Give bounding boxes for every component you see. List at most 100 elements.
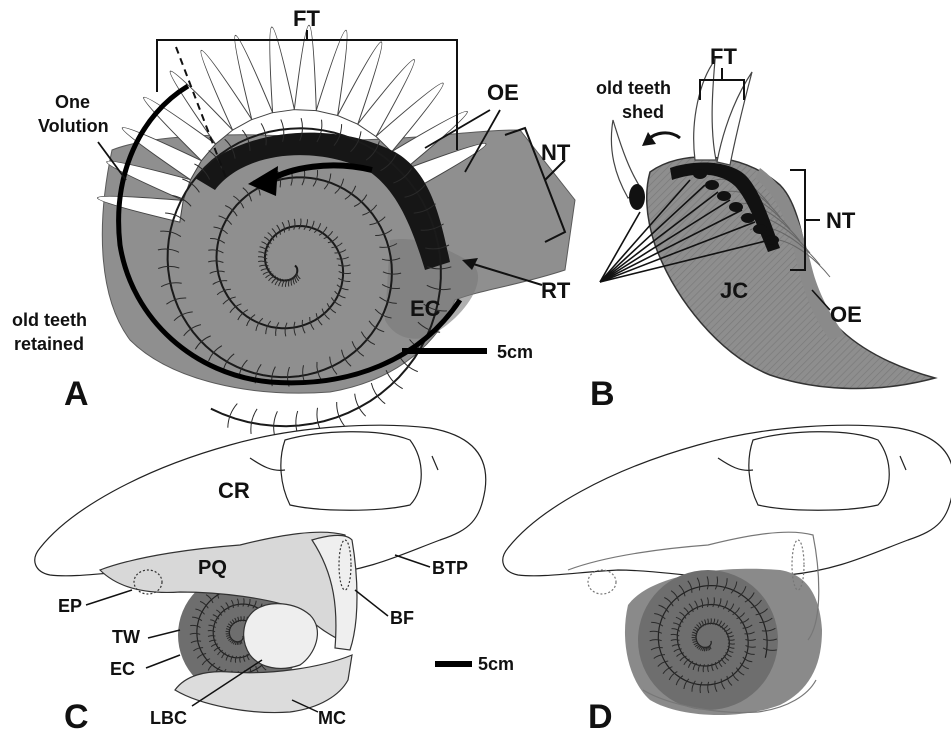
- spiral-tooth-d: [670, 639, 680, 641]
- label-ep: EP: [58, 596, 82, 616]
- functional-tooth: [143, 96, 217, 162]
- spiral-arrow-head: [248, 166, 278, 196]
- root-band-b: [670, 162, 780, 252]
- spiral-tooth: [160, 230, 182, 238]
- spiral-tooth: [337, 264, 351, 267]
- spiral-tooth: [237, 309, 249, 321]
- label-ft-a: FT: [293, 6, 320, 31]
- spiral-tooth-d: [696, 624, 701, 630]
- spiral-tooth-d: [707, 681, 710, 694]
- spiral-tooth-d: [650, 647, 663, 651]
- btp-pointer: [394, 554, 431, 568]
- spiral-tooth: [336, 256, 349, 260]
- spiral-tooth: [281, 221, 286, 233]
- spiral-tooth-c: [193, 647, 204, 652]
- spiral-tooth-d: [694, 626, 700, 632]
- spiral-tooth: [298, 218, 302, 230]
- panel-a-tooth-whorl: FT OE NT RT EC One Volution old teeth re…: [12, 6, 576, 437]
- spiral-tooth: [157, 248, 180, 253]
- shed-arrow-head: [642, 132, 656, 146]
- spiral-tooth: [292, 276, 295, 285]
- spiral-tooth: [263, 236, 272, 245]
- spiral-tooth-d: [683, 607, 690, 616]
- spiral-tooth-c: [207, 662, 216, 671]
- spiral-tooth: [303, 219, 309, 231]
- spiral-tooth-c: [234, 641, 238, 645]
- spiral-tooth-c: [236, 641, 239, 646]
- root-blob: [693, 169, 707, 179]
- spiral-tooth-d: [692, 641, 698, 644]
- spiral-tooth-d: [714, 576, 719, 590]
- spiral-tooth-d: [737, 586, 747, 598]
- spiral-tooth-d: [717, 620, 722, 627]
- spiral-tooth: [426, 284, 451, 291]
- spiral-tooth: [369, 216, 386, 226]
- spiral-tooth-d: [668, 671, 678, 681]
- rt-arrow-head-a: [462, 258, 478, 270]
- spiral-tooth: [271, 228, 278, 238]
- spiral-tooth: [393, 168, 413, 184]
- spiral-tooth-d: [692, 662, 698, 671]
- rt-arrow: [599, 209, 743, 283]
- spiral-tooth-c: [201, 658, 211, 666]
- spiral-whorl-line: [166, 127, 442, 428]
- spiral-tooth-d: [706, 576, 709, 590]
- spiral-tooth-c: [225, 630, 231, 633]
- label-jc: JC: [720, 278, 748, 303]
- spiral-tooth-c: [216, 609, 223, 616]
- functional-tooth: [390, 110, 468, 171]
- spiral-tooth-d: [726, 675, 733, 686]
- spiral-tooth: [262, 271, 272, 275]
- spiral-tooth-d: [691, 636, 697, 639]
- spiral-tooth-d: [679, 655, 687, 662]
- spiral-tooth: [370, 382, 386, 405]
- label-tw: TW: [112, 627, 140, 647]
- oe-pointer-b: [811, 289, 831, 311]
- spiral-tooth: [258, 260, 268, 264]
- spiral-tooth-c: [220, 605, 226, 613]
- spiral-tooth-c: [210, 643, 218, 648]
- label-ec-c: EC: [110, 659, 135, 679]
- palatoquadrate-ghost: [567, 531, 820, 641]
- oe-pointer-a1: [424, 109, 491, 149]
- cranial-notch-c: [431, 455, 439, 471]
- spiral-tooth: [381, 257, 401, 261]
- functional-tooth: [200, 49, 253, 131]
- spiral-tooth-d: [657, 660, 669, 667]
- label-oe-a: OE: [487, 80, 519, 105]
- spiral-tooth: [281, 278, 286, 287]
- spiral-tooth-c: [227, 623, 233, 628]
- spiral-tooth: [287, 219, 290, 231]
- spiral-tooth-c: [192, 616, 203, 622]
- spiral-tooth-d: [671, 628, 681, 632]
- functional-tooth: [293, 24, 317, 112]
- panel-letter-a: A: [64, 375, 89, 413]
- root-blob: [741, 213, 755, 223]
- spiral-tooth: [413, 203, 436, 214]
- lbc-pointer: [191, 659, 263, 707]
- spiral-tooth-d: [683, 678, 690, 690]
- bf-pointer: [354, 589, 389, 617]
- spiral-tooth: [351, 341, 365, 357]
- spiral-tooth: [216, 288, 231, 296]
- spiral-tooth-d: [649, 639, 662, 642]
- label-pq: PQ: [198, 557, 227, 579]
- spiral-tooth-c: [190, 624, 201, 629]
- mc-ghost: [642, 679, 817, 714]
- spiral-tooth: [213, 226, 228, 235]
- spiral-tooth-d: [679, 611, 687, 619]
- spiral-tooth-d: [750, 599, 762, 609]
- spiral-tooth-c: [231, 640, 235, 644]
- spiral-tooth-d: [683, 658, 690, 666]
- label-ec-a: EC: [410, 296, 441, 321]
- spiral-tooth-d: [687, 580, 693, 593]
- spiral-tooth-d: [720, 678, 726, 690]
- label-oe-b: OE: [830, 302, 862, 327]
- spiral-tooth-d: [727, 645, 735, 649]
- spiral-tooth-d: [736, 612, 746, 620]
- spiral-tooth: [165, 212, 186, 222]
- spiral-tooth-d: [691, 634, 698, 637]
- spiral-tooth-d: [702, 646, 705, 652]
- spiral-tooth: [288, 278, 291, 287]
- spiral-tooth: [277, 170, 282, 188]
